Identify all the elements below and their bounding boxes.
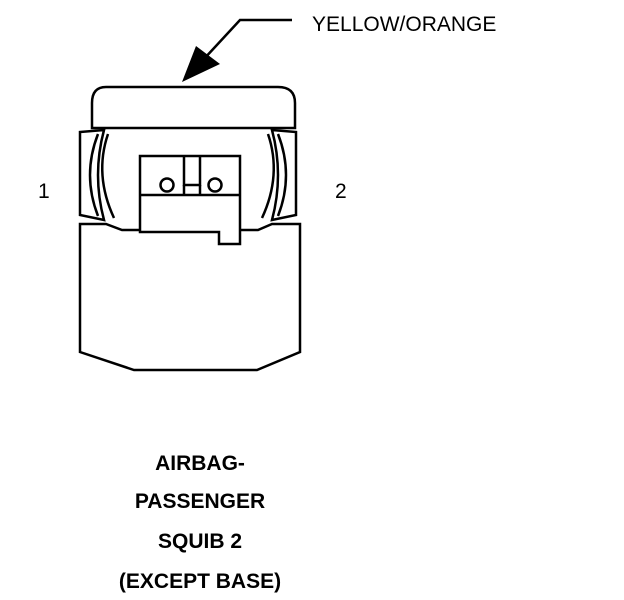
leader-line	[202, 18, 292, 61]
arrow-head	[182, 46, 220, 82]
pin-1-hole	[159, 177, 175, 193]
left-latch	[78, 128, 116, 222]
pin-2-label: 2	[335, 180, 347, 203]
caption-line-4: (EXCEPT BASE)	[118, 570, 282, 593]
connector-body	[78, 222, 302, 372]
connector-top-cap	[90, 85, 297, 130]
caption-line-1: AIRBAG-	[155, 452, 245, 475]
terminal-cavity	[138, 154, 242, 246]
pin-2-hole	[207, 177, 223, 193]
caption-line-3: SQUIB 2	[157, 530, 243, 553]
caption-line-2: PASSENGER	[134, 490, 266, 513]
right-latch	[260, 128, 298, 222]
cavity-divider	[182, 156, 202, 187]
leader-arrow	[182, 18, 292, 82]
pin-1-label: 1	[38, 180, 50, 203]
wire-color-label: YELLOW/ORANGE	[312, 13, 496, 36]
